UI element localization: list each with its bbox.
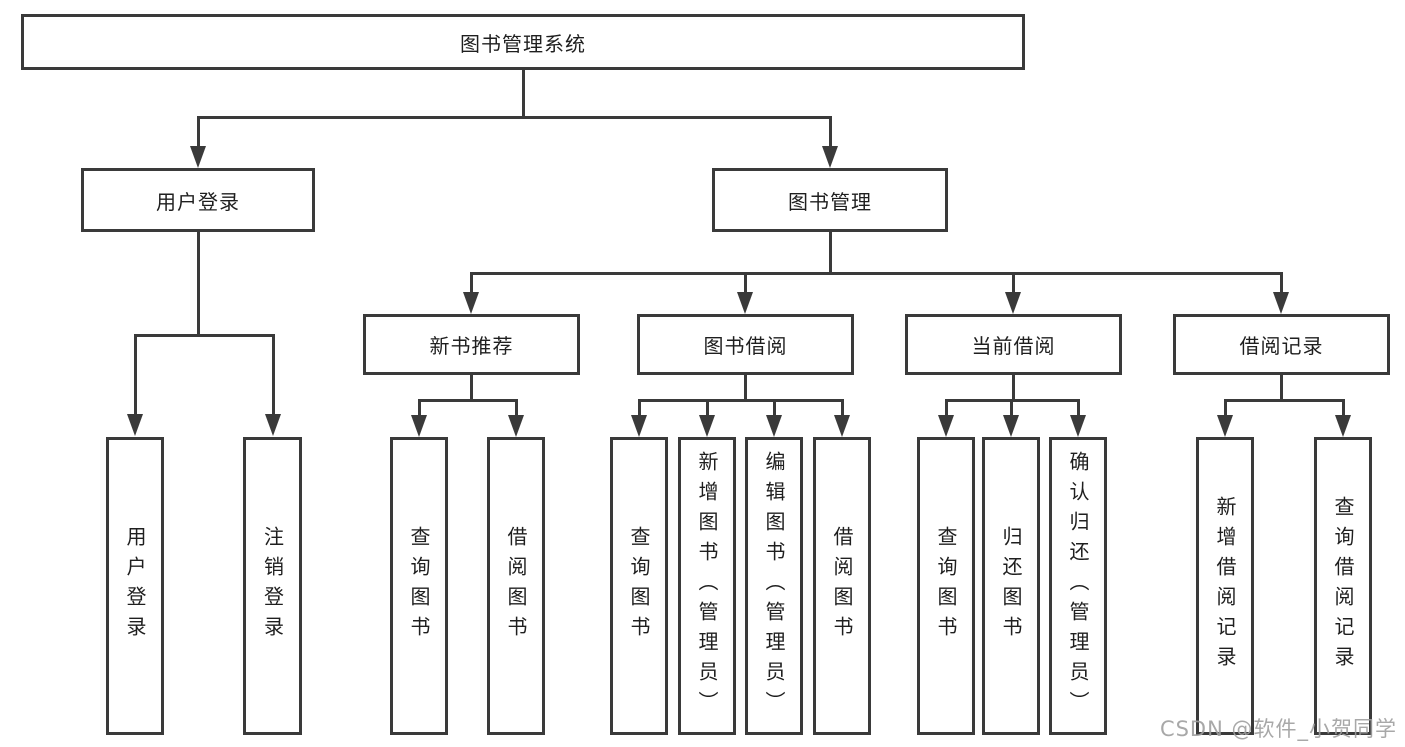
diagram-node-label: 查询图书 [627,526,651,646]
connector-line [418,399,518,402]
diagram-node-label: 新增借阅记录 [1213,496,1237,676]
arrow-down-icon [1003,415,1019,437]
diagram-node-label: 查询图书 [407,526,431,646]
diagram-leaf-confirm-return-admin: 确认归还（管理员） [1049,437,1107,735]
arrow-down-icon [127,414,143,436]
diagram-node-borrow-record: 借阅记录 [1173,314,1390,375]
connector-line [1280,272,1283,293]
arrow-down-icon [1335,415,1351,437]
diagram-node-label: 当前借阅 [971,334,1056,358]
arrow-down-icon [265,414,281,436]
diagram-leaf-query-book-1: 查询图书 [390,437,448,735]
connector-line [470,272,1283,275]
connector-line [197,116,832,119]
arrow-down-icon [699,415,715,437]
diagram-node-book-borrow: 图书借阅 [637,314,854,375]
diagram-node-label: 借阅图书 [504,526,528,646]
diagram-node-user-login: 用户登录 [81,168,315,232]
connector-line [744,272,747,293]
diagram-leaf-logout: 注销登录 [243,437,302,735]
diagram-node-label: 用户登录 [123,526,147,646]
connector-line [1012,375,1015,402]
diagram-leaf-query-book-2: 查询图书 [610,437,668,735]
diagram-leaf-add-book-admin: 新增图书（管理员） [678,437,736,735]
arrow-down-icon [1273,292,1289,314]
diagram-node-new-book-recommend: 新书推荐 [363,314,580,375]
connector-line [197,116,200,147]
arrow-down-icon [1070,415,1086,437]
diagram-node-label: 新书推荐 [429,334,514,358]
arrow-down-icon [1217,415,1233,437]
arrow-down-icon [938,415,954,437]
arrow-down-icon [463,292,479,314]
connector-line [418,399,421,416]
connector-line [1342,399,1345,416]
connector-line [1280,375,1283,402]
connector-line [134,334,275,337]
diagram-leaf-return-book: 归还图书 [982,437,1040,735]
arrow-down-icon [766,415,782,437]
arrow-down-icon [822,146,838,168]
connector-line [945,399,948,416]
diagram-node-root: 图书管理系统 [21,14,1025,70]
diagram-node-label: 用户登录 [156,189,240,214]
arrow-down-icon [737,292,753,314]
diagram-node-label: 借阅记录 [1239,334,1324,358]
connector-line [1224,399,1227,416]
connector-line [197,232,200,337]
diagram-leaf-user-login: 用户登录 [106,437,164,735]
connector-line [773,399,776,416]
connector-line [272,334,275,415]
diagram-node-book-management: 图书管理 [712,168,948,232]
diagram-leaf-borrow-book-1: 借阅图书 [487,437,545,735]
diagram-node-label: 查询图书 [934,526,958,646]
connector-line [1010,399,1013,416]
arrow-down-icon [190,146,206,168]
connector-line [134,334,137,415]
arrow-down-icon [508,415,524,437]
connector-line [744,375,747,402]
diagram-node-label: 查询借阅记录 [1331,496,1355,676]
arrow-down-icon [411,415,427,437]
connector-line [470,375,473,402]
connector-line [638,399,641,416]
connector-line [638,399,844,402]
diagram-node-label: 注销登录 [260,526,285,646]
csdn-watermark: CSDN @软件_小贺同学 [1159,717,1397,741]
diagram-leaf-query-book-3: 查询图书 [917,437,975,735]
diagram-leaf-query-borrow-record: 查询借阅记录 [1314,437,1372,735]
diagram-leaf-edit-book-admin: 编辑图书（管理员） [745,437,803,735]
connector-line [829,116,832,147]
diagram-node-label: 编辑图书（管理员） [762,451,786,721]
arrow-down-icon [1005,292,1021,314]
connector-line [706,399,709,416]
connector-line [1077,399,1080,416]
connector-line [1012,272,1015,293]
diagram-node-label: 借阅图书 [830,526,854,646]
connector-line [841,399,844,416]
diagram-node-label: 图书管理系统 [460,31,586,56]
diagram-node-label: 图书借阅 [703,334,788,358]
diagram-node-label: 归还图书 [999,526,1023,646]
diagram-leaf-add-borrow-record: 新增借阅记录 [1196,437,1254,735]
arrow-down-icon [631,415,647,437]
connector-line [515,399,518,416]
diagram-node-label: 确认归还（管理员） [1066,451,1090,721]
diagram-leaf-borrow-book-2: 借阅图书 [813,437,871,735]
diagram-node-label: 新增图书（管理员） [695,451,719,721]
connector-line [470,272,473,293]
diagram-node-current-borrow: 当前借阅 [905,314,1122,375]
connector-line [522,70,525,118]
connector-line [1224,399,1345,402]
connector-line [829,232,832,275]
diagram-node-label: 图书管理 [788,189,872,214]
arrow-down-icon [834,415,850,437]
